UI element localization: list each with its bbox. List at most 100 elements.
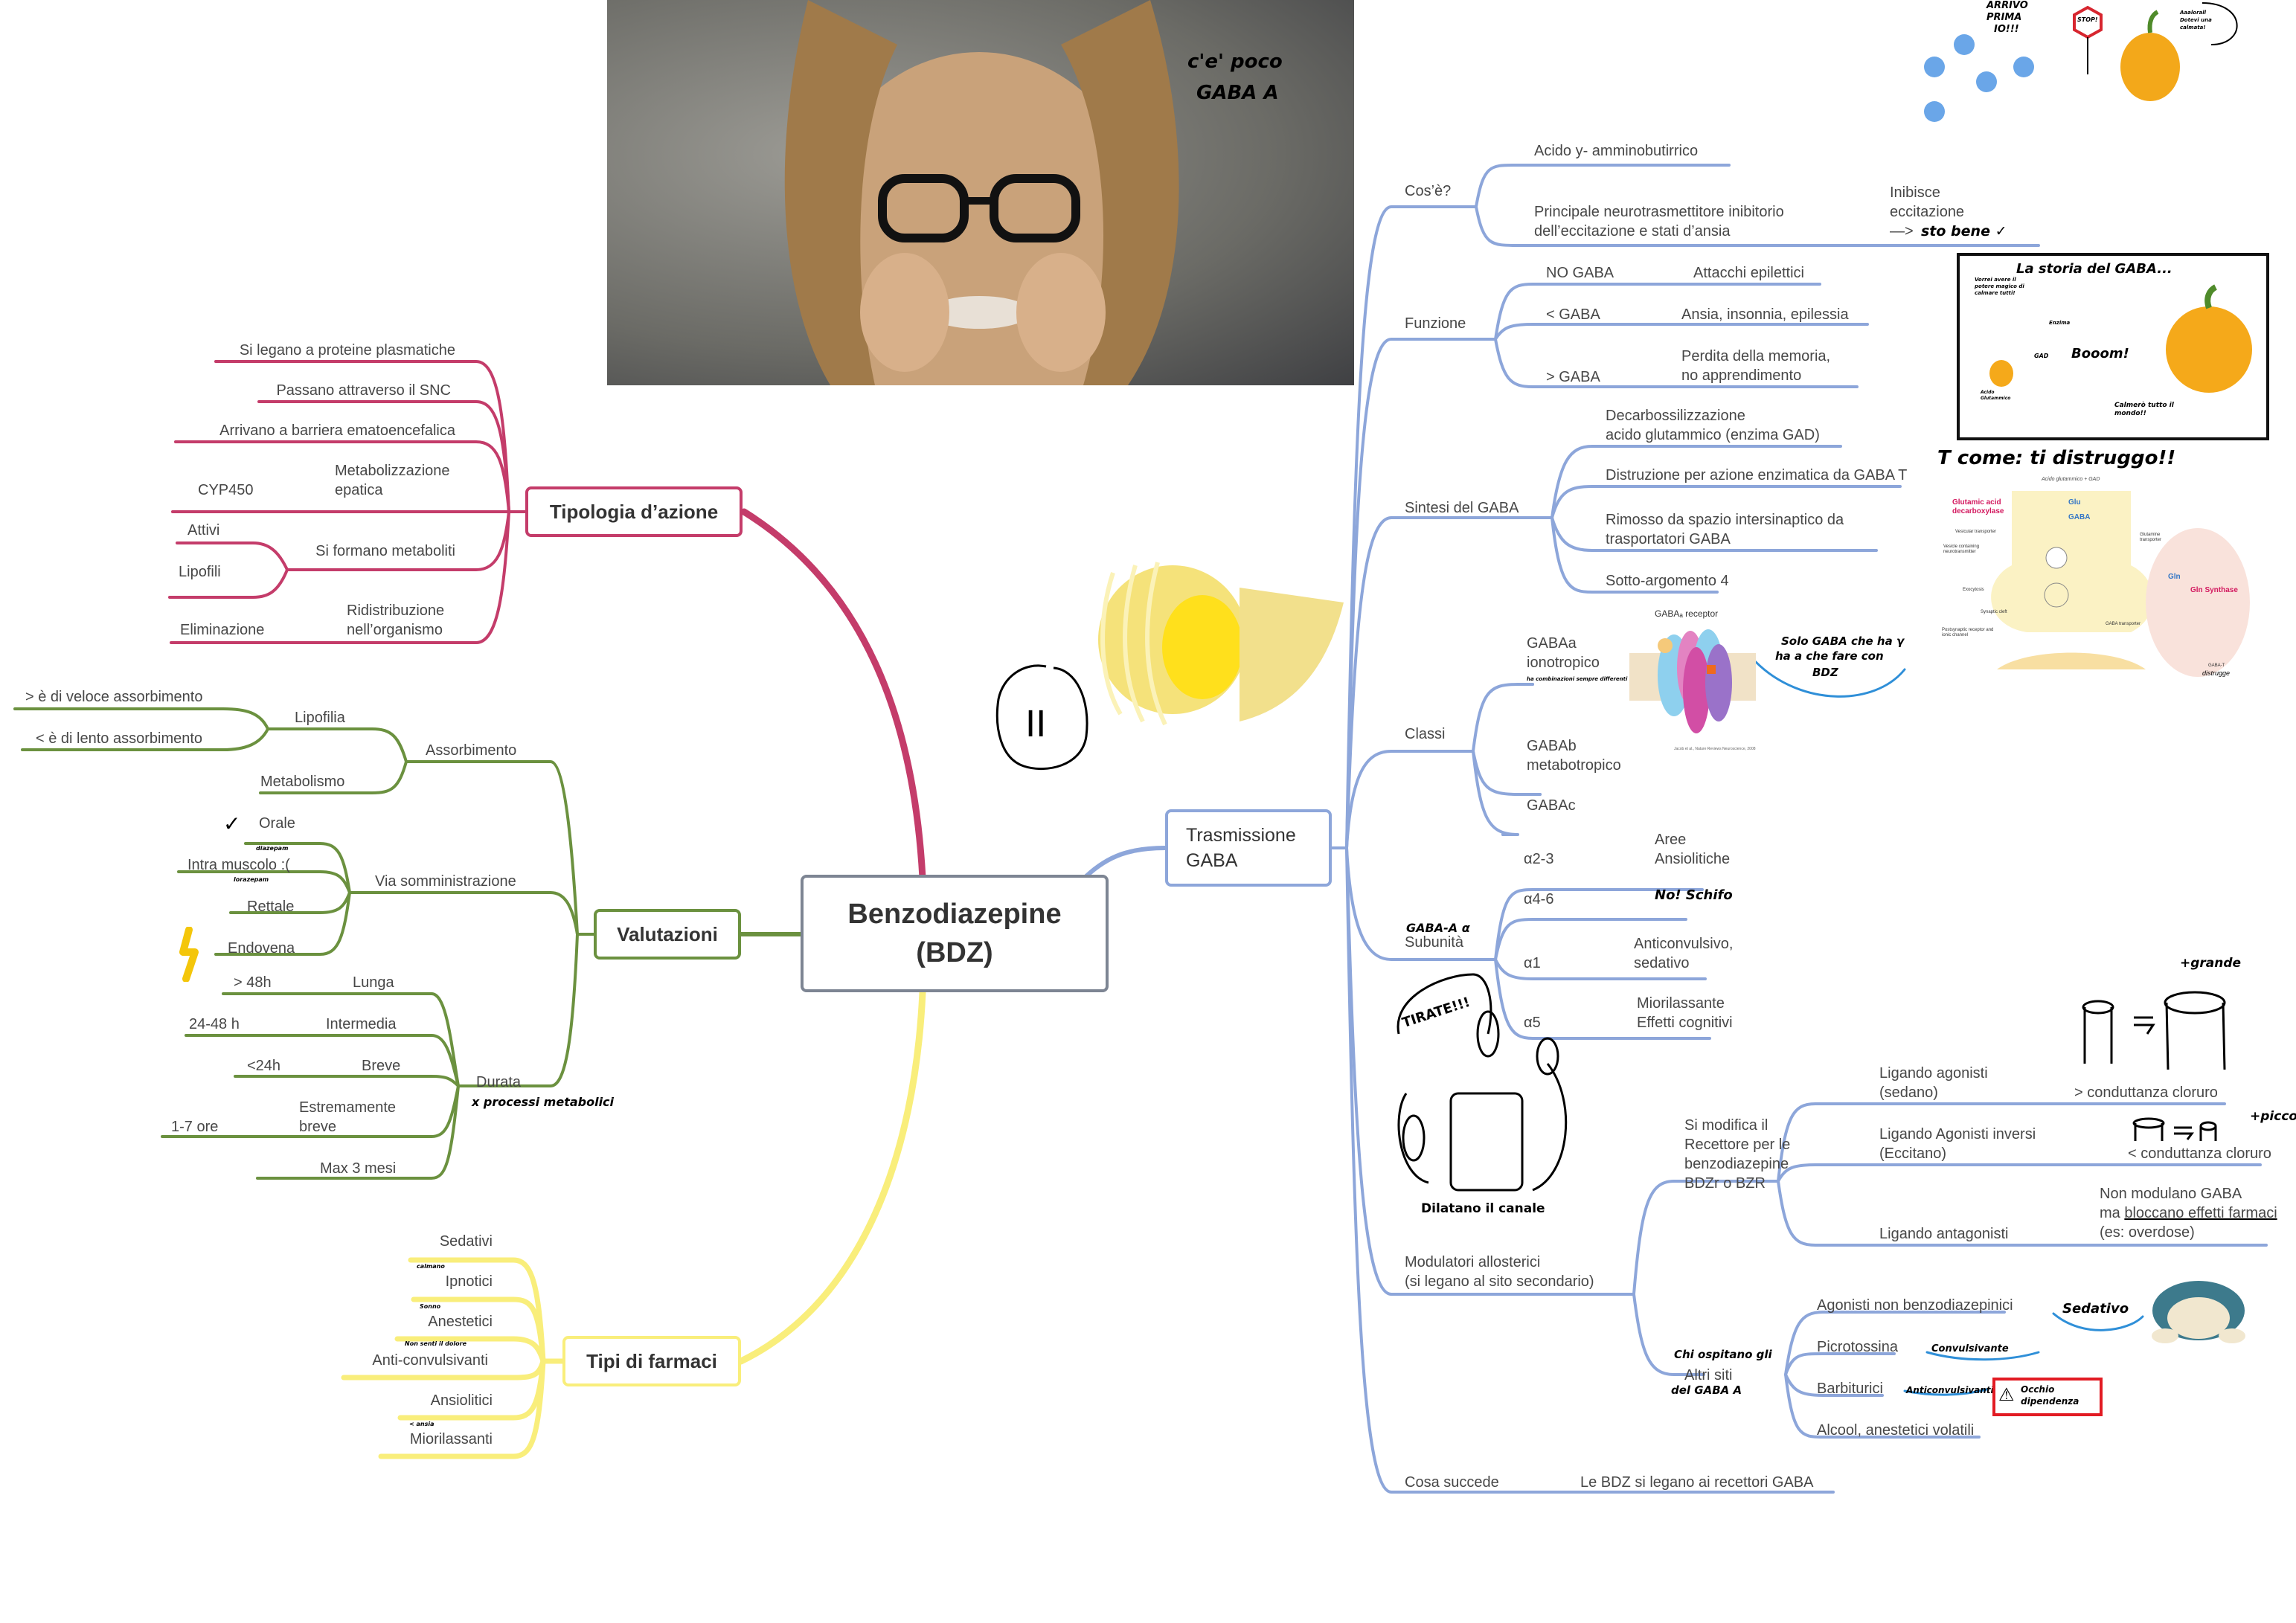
funzione-label: Funzione [1405, 315, 1466, 332]
stop-sign-text: STOP! [2077, 16, 2098, 23]
via-label: Via somministrazione [375, 873, 516, 890]
channel-doodle: TIRATE!!! Dilatano il canale [1396, 973, 1568, 1216]
synapse-label: Postsynaptic receptor and ionic channel [1942, 628, 1994, 637]
durata-label: Durata [476, 1074, 522, 1090]
root-node-benzodiazepine[interactable]: Benzodiazepine (BDZ) [801, 875, 1109, 992]
classi-label: Classi [1405, 726, 1446, 742]
sintesi-item: Distruzione per azione enzimatica da GAB… [1606, 467, 1908, 483]
subunita-value-2: Ansiolitiche [1655, 851, 1731, 867]
synapse-label: Exocytosis [1963, 588, 1984, 592]
sintesi-item: trasportatori GABA [1606, 531, 1731, 547]
slow-absorption: < è di lento assorbimento [36, 730, 203, 747]
farmaco-item: Ansiolitici [430, 1392, 493, 1409]
warning-text: Occhio dipendenza [2021, 1384, 2079, 1407]
ligando-name: Ligando agonisti [1879, 1065, 1988, 1082]
fast-absorption: > è di veloce assorbimento [25, 689, 203, 705]
farmaco-item: Miorilassanti [409, 1431, 493, 1447]
ligando-result-3: (es: overdose) [2100, 1224, 2195, 1241]
durata-name: Lunga [353, 974, 394, 991]
root-title-line1: Benzodiazepine [847, 899, 1062, 930]
funzione-key: NO GABA [1546, 265, 1614, 281]
root-title-line2: (BDZ) [916, 937, 993, 968]
altri-item-note: Anticonvulsivanti [1906, 1385, 1994, 1395]
lipofilia-label: Lipofilia [295, 710, 345, 726]
subunita-value-2: sedativo [1634, 955, 1690, 971]
synapse-top-note: Acido glutammico + GAD [2042, 477, 2100, 482]
cosa-label: Cosa succede [1405, 1474, 1499, 1491]
node-tipologia-azione[interactable]: Tipologia d’azione [525, 486, 743, 537]
durata-time: > 48h [234, 974, 272, 991]
ligando-result: > conduttanza cloruro [2074, 1084, 2218, 1101]
classi-side-note-3: BDZ [1812, 666, 1838, 679]
sintesi-item: acido glutammico (enzima GAD) [1606, 427, 1820, 443]
ligando-note: +grande [2180, 956, 2242, 971]
tipologia-item: epatica [335, 482, 383, 498]
sintesi-item: Rimosso da spazio intersinaptico da [1606, 512, 1844, 528]
node-valutazioni[interactable]: Valutazioni [594, 909, 741, 960]
metabolismo-label: Metabolismo [260, 774, 345, 790]
recettore-line: Recettore per le [1684, 1137, 1791, 1153]
via-endovena: Endovena [228, 940, 295, 957]
tipologia-item: Lipofili [179, 564, 221, 580]
synapse-label: GABA-T [2208, 663, 2225, 668]
tipologia-item: CYP450 [198, 482, 254, 498]
node-trasmissione-gaba[interactable]: Trasmissione GABA [1165, 809, 1332, 887]
doodle-caption: Dilatano il canale [1421, 1201, 1545, 1216]
tipologia-item: Metabolizzazione [335, 463, 450, 479]
story-title: La storia del GABA... [2016, 261, 2172, 277]
modulatori-label-2: (si legano al sito secondario) [1405, 1273, 1594, 1290]
synapse-label: GABA transporter [2106, 622, 2141, 626]
ligando-result-2-prefix: ma [2100, 1205, 2125, 1221]
durata-time: 1-7 ore [171, 1119, 219, 1135]
synapse-diagram: Acido glutammico + GAD Glutamic acid dec… [1937, 476, 2250, 681]
story-boom: Booom! [2071, 346, 2129, 361]
synapse-label: Synaptic cleft [1981, 610, 2007, 614]
via-rettale: Rettale [247, 899, 295, 915]
cose-arrow: —> [1890, 223, 1914, 240]
tipologia-item: Si legano a proteine plasmatiche [239, 342, 455, 359]
lightning-icon [179, 927, 199, 982]
cose-inibisce-1: Inibisce [1890, 184, 1940, 201]
durata-name-2: breve [299, 1119, 337, 1135]
durata-name: Estremamente [299, 1099, 397, 1116]
sintesi-item: Decarbossilizzazione [1606, 408, 1745, 424]
node-tipi-farmaci[interactable]: Tipi di farmaci [562, 1336, 741, 1386]
synapse-label: Gln [2168, 573, 2181, 581]
synapse-label: Vesicle containing neurotransmitter [1943, 544, 1980, 554]
farmaco-item: Sedativi [439, 1233, 493, 1250]
ligando-result: < conduttanza cloruro [2128, 1145, 2271, 1162]
classi-gabaa-type: ionotropico [1527, 655, 1600, 671]
tipologia-item: Passano attraverso il SNC [276, 382, 451, 399]
synapse-label: GABA [2068, 513, 2091, 521]
altri-item: Barbiturici [1817, 1381, 1883, 1397]
warning-icon: ⚠ [1998, 1384, 2015, 1405]
circled-mark-text: II [1025, 704, 1046, 745]
channel-grow-doodle [2082, 991, 2226, 1070]
ligando-effect: (Eccitano) [1879, 1145, 1947, 1162]
tipologia-item: Si formano metaboliti [315, 543, 455, 559]
altri-item: Alcool, anestetici volatili [1817, 1422, 1975, 1439]
subunita-key: α4-6 [1524, 891, 1554, 907]
trasmissione-title-2: GABA [1186, 850, 1238, 871]
durata-name: Max 3 mesi [320, 1160, 397, 1177]
classi-side-note-2: ha a che fare con [1775, 649, 1884, 663]
photo-caption-2: GABA A [1196, 82, 1279, 104]
ligando-result-2-underlined: bloccano effetti farmaci [2124, 1205, 2277, 1221]
connector-root-pink [740, 508, 926, 881]
funzione-value: Ansia, insonnia, epilessia [1681, 306, 1849, 323]
farmaco-note: calmano [417, 1263, 445, 1270]
subunita-value: Anticonvulsivo, [1634, 936, 1734, 952]
tipologia-item: Attivi [187, 522, 220, 539]
circled-two-mark: II [995, 664, 1088, 771]
comic-shout-2: PRIMA [1986, 12, 2022, 23]
recettore-line: benzodiazepine [1684, 1156, 1789, 1172]
altri-item-note: Sedativo [2062, 1301, 2129, 1317]
subunita-value: Aree [1655, 832, 1687, 848]
ligando-name: Ligando Agonisti inversi [1879, 1126, 2036, 1142]
funzione-key: > GABA [1546, 369, 1600, 385]
farmaco-item: Anti-convulsivanti [372, 1352, 488, 1369]
gaba-running-comic: ARRIVO PRIMA IO!!! STOP! Aaalorall Dotev… [1875, 0, 2247, 149]
funzione-key: < GABA [1546, 306, 1600, 323]
gaba-story-comic: La storia del GABA... Vorrei avere il po… [1957, 253, 2269, 440]
via-intra: Intra muscolo :( [187, 857, 290, 873]
